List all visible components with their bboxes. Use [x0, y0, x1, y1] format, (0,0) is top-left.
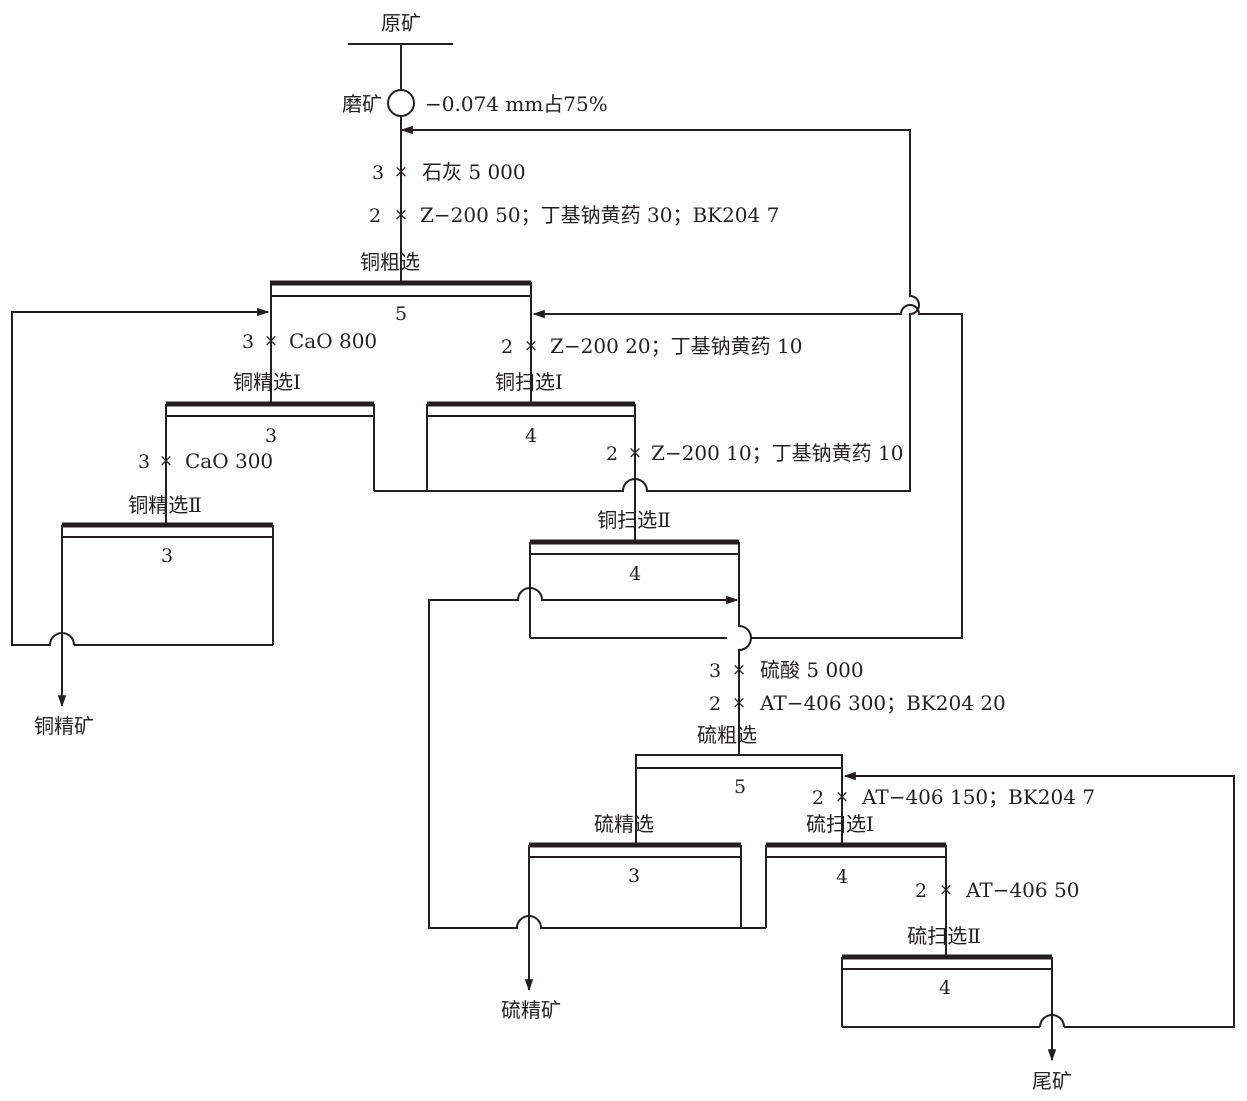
reagent-addition-mark: ×	[939, 880, 953, 900]
s-scavenger2-conc-return-line	[843, 771, 1235, 1028]
reagent-time-s-rough: 2	[709, 693, 721, 715]
reagent-time-cu-clean1: 3	[242, 331, 254, 353]
grinding-spec: −0.074 mm占75%	[425, 92, 608, 116]
s-rougher-time: 5	[734, 776, 746, 798]
reagent-cu-scav1: Z−200 20；丁基钠黄药 10	[550, 334, 802, 358]
cu-scavenger1-label: 铜扫选Ⅰ	[495, 370, 563, 394]
reagent-time-cu-rough: 2	[369, 205, 381, 227]
cu-middlings-return-line	[374, 125, 920, 492]
s-middlings-return-line	[428, 587, 766, 929]
s-scavenger2-label: 硫扫选Ⅱ	[907, 924, 981, 948]
reagent-s-scav1: AT−406 150；BK204 7	[861, 785, 1095, 809]
reagent-addition-mark: ×	[524, 336, 538, 356]
reagent-addition-mark: ×	[835, 787, 849, 807]
reagent-s-rough: AT−406 300；BK204 20	[759, 691, 1006, 715]
cu-scavenger2-tail-line	[738, 542, 752, 755]
cu-scavenger2-label: 铜扫选Ⅱ	[597, 508, 671, 532]
reagent-time-s-scav2: 2	[915, 880, 927, 902]
reagent-cu-scav2: Z−200 10；丁基钠黄药 10	[651, 441, 903, 465]
s-cleaner-label: 硫精选	[594, 812, 654, 836]
cu-rougher-label: 铜粗选	[360, 250, 420, 274]
reagent-s-scav2: AT−406 50	[965, 878, 1079, 902]
s-cleaner-time: 3	[628, 865, 640, 887]
cu-cleaner1-label: 铜精选Ⅰ	[233, 370, 301, 394]
reagent-addition-mark: ×	[264, 331, 278, 351]
reagent-time-lime: 3	[372, 162, 384, 184]
reagent-addition-mark: ×	[628, 443, 642, 463]
reagent-time-s-scav1: 2	[812, 787, 824, 809]
cu-scavenger1-time: 4	[525, 425, 537, 447]
cu-cleaner2-tail-return-line	[11, 307, 270, 646]
reagent-lime: 石灰 5 000	[422, 160, 526, 184]
cu-rougher-time: 5	[395, 303, 407, 325]
reagent-addition-mark: ×	[159, 451, 173, 471]
s-scavenger1-label: 硫扫选Ⅰ	[806, 812, 874, 836]
cu-rougher-cell	[270, 282, 532, 297]
cu-scavenger2-time: 4	[629, 563, 641, 585]
s-scavenger1-time: 4	[836, 866, 848, 888]
reagent-addition-mark: ×	[394, 162, 408, 182]
s-concentrate-label: 硫精矿	[501, 998, 561, 1022]
reagent-cu-clean1: CaO 800	[289, 329, 377, 353]
cu-cleaner2-label: 铜精选Ⅱ	[128, 493, 202, 517]
reagent-cu-clean2: CaO 300	[185, 449, 273, 473]
reagent-time-cu-scav2: 2	[606, 443, 618, 465]
grinding-mill-symbol	[387, 89, 415, 117]
cu-concentrate-label: 铜精矿	[34, 714, 94, 738]
s-rougher-label: 硫粗选	[697, 723, 757, 747]
reagent-time-cu-clean2: 3	[138, 451, 150, 473]
cu-cleaner2-time: 3	[161, 545, 173, 567]
reagent-addition-mark: ×	[732, 693, 746, 713]
tailings-label: 尾矿	[1032, 1069, 1072, 1093]
reagent-addition-mark: ×	[394, 205, 408, 225]
cu-scavenger2-conc-return-line	[532, 304, 963, 639]
grinding-label: 磨矿	[342, 92, 382, 116]
reagent-addition-mark: ×	[732, 660, 746, 680]
reagent-time-cu-scav1: 2	[501, 336, 513, 358]
reagent-cu-rough: Z−200 50；丁基钠黄药 30；BK204 7	[420, 203, 779, 227]
reagent-time-acid: 3	[709, 660, 721, 682]
s-rougher-cell	[635, 754, 843, 769]
s-scavenger2-time: 4	[939, 977, 951, 999]
reagent-acid: 硫酸 5 000	[760, 658, 864, 682]
feed-label: 原矿	[381, 11, 421, 35]
cu-cleaner1-time: 3	[265, 425, 277, 447]
